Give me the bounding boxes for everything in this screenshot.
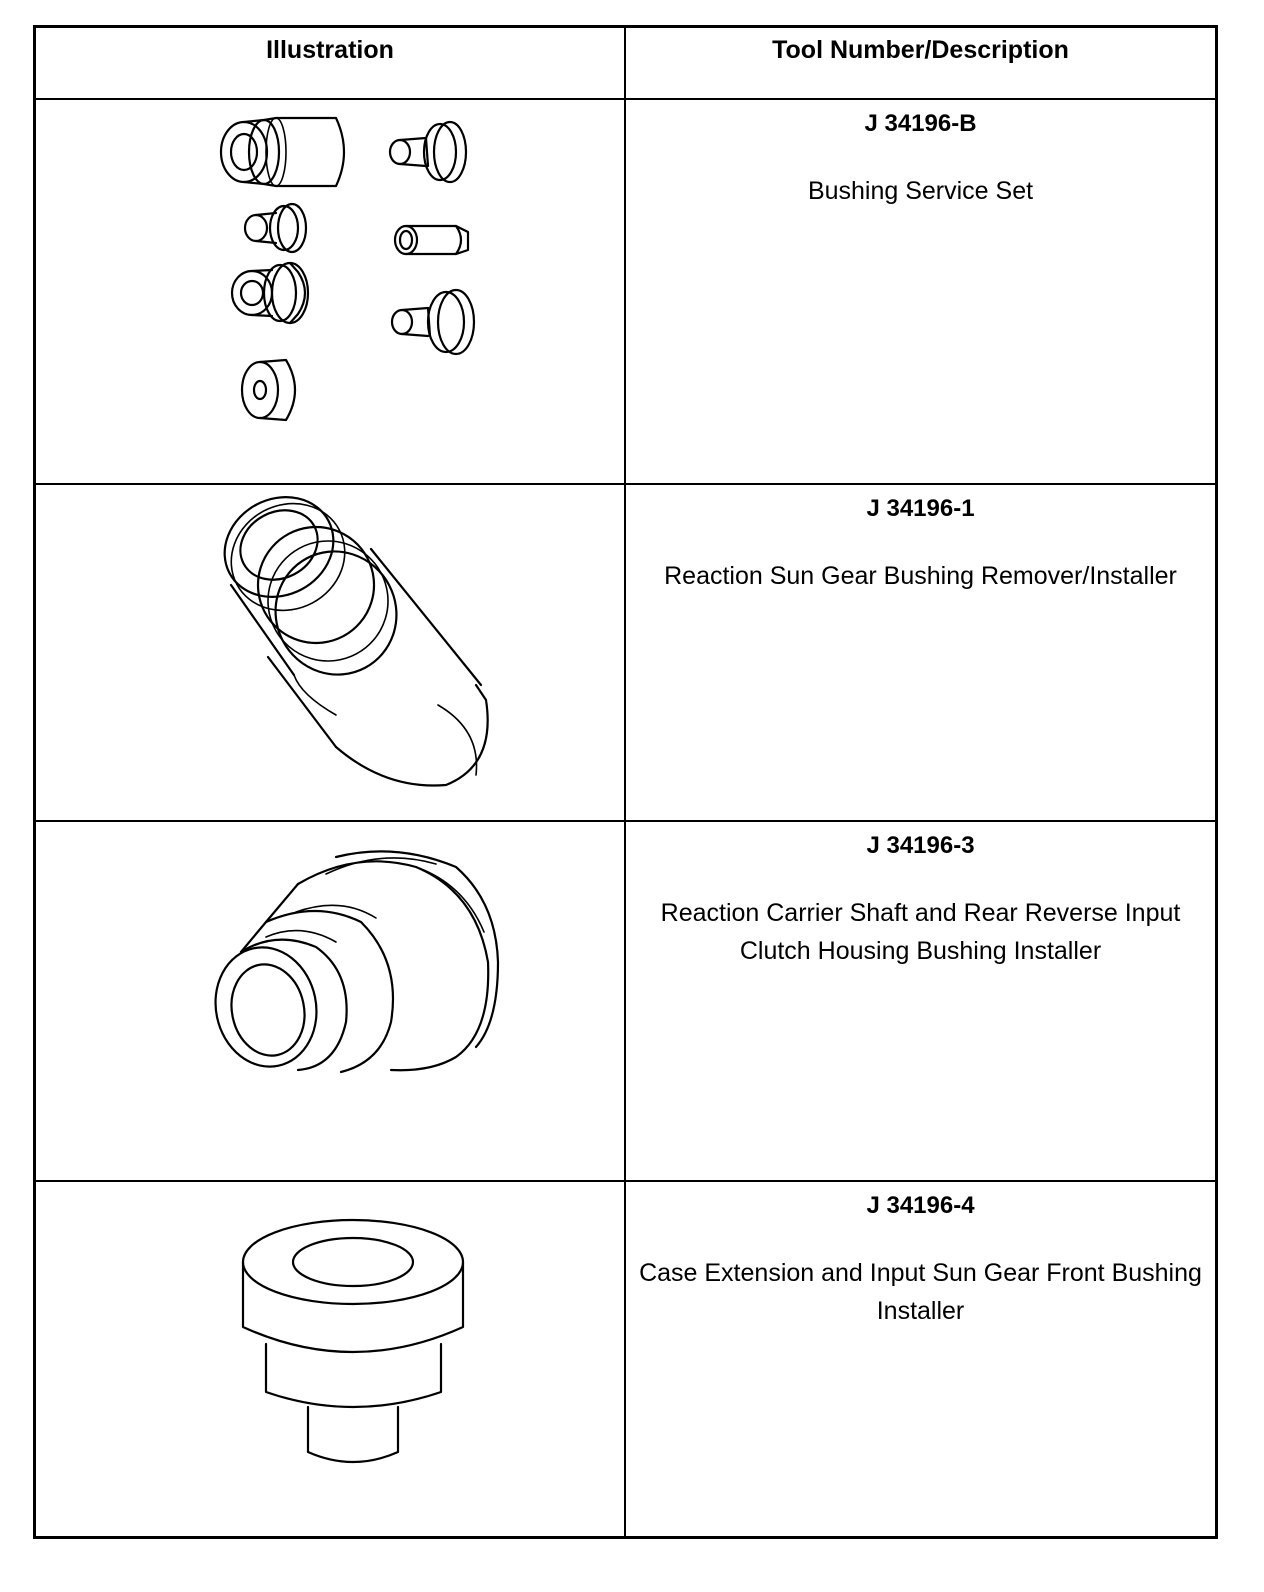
description-cell: J 34196-4 Case Extension and Input Sun G… — [626, 1182, 1215, 1539]
tool-description: Reaction Sun Gear Bushing Remover/Instal… — [664, 562, 1177, 590]
illustration-cell — [36, 1182, 626, 1539]
bushing-service-set-icon — [219, 116, 476, 422]
tool-description: Case Extension and Input Sun Gear Front … — [639, 1259, 1202, 1325]
sun-gear-bushing-tool-icon — [223, 496, 489, 787]
table-row: J 34196-3 Reaction Carrier Shaft and Rea… — [36, 822, 1215, 1182]
tool-table: Illustration Tool Number/Description — [33, 25, 1218, 1539]
tool-description: Bushing Service Set — [807, 177, 1034, 205]
table-header-row: Illustration Tool Number/Description — [36, 28, 1215, 100]
table-row: J 34196-4 Case Extension and Input Sun G… — [36, 1182, 1215, 1539]
tool-number: J 34196-1 — [866, 495, 975, 522]
tool-number: J 34196-4 — [866, 1192, 975, 1219]
illustration-cell — [36, 100, 626, 483]
carrier-shaft-bushing-installer-icon — [214, 850, 500, 1074]
illustration-cell — [36, 822, 626, 1180]
description-cell: J 34196-3 Reaction Carrier Shaft and Rea… — [626, 822, 1215, 1180]
illustration-cell — [36, 485, 626, 820]
description-cell: J 34196-1 Reaction Sun Gear Bushing Remo… — [626, 485, 1215, 820]
header-illustration: Illustration — [36, 28, 626, 98]
table-row: J 34196-1 Reaction Sun Gear Bushing Remo… — [36, 485, 1215, 822]
tool-description: Reaction Carrier Shaft and Rear Reverse … — [660, 899, 1181, 965]
tool-number: J 34196-3 — [866, 832, 975, 859]
description-cell: J 34196-B Bushing Service Set — [626, 100, 1215, 483]
tool-number: J 34196-B — [864, 110, 977, 137]
case-extension-bushing-installer-icon — [241, 1218, 465, 1464]
header-tool-number-description: Tool Number/Description — [772, 36, 1069, 64]
table-row: J 34196-B Bushing Service Set — [36, 100, 1215, 485]
